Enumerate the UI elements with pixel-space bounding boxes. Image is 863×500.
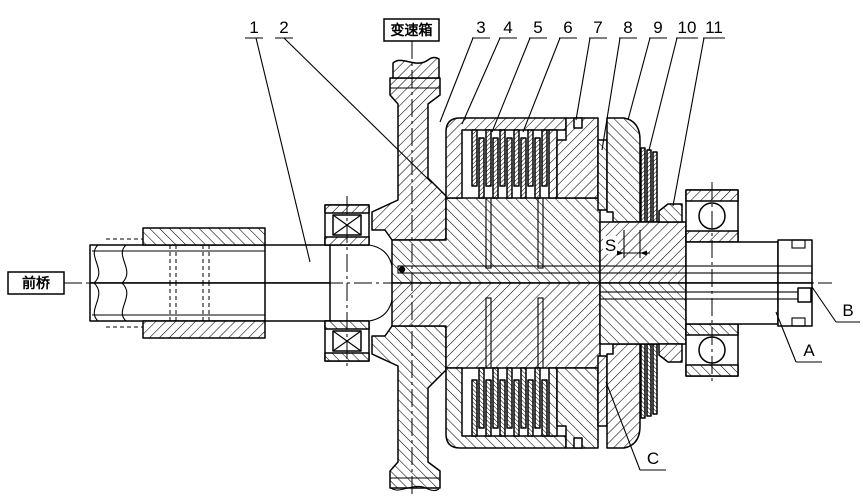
inner-friction-plate xyxy=(506,137,513,199)
dimension-arrow xyxy=(617,250,624,256)
part-number-7: 7 xyxy=(593,18,602,37)
oil-passage-end xyxy=(398,266,406,273)
callout-box xyxy=(7,271,65,295)
leader-line-6 xyxy=(522,37,561,133)
leader-line-9 xyxy=(627,37,651,121)
outer-friction-plate xyxy=(527,129,534,187)
clearance-label: S xyxy=(605,236,616,255)
front-axle-label: 前桥 xyxy=(22,275,51,292)
outer-friction-plate xyxy=(499,129,506,187)
outer-friction-plate xyxy=(513,129,520,187)
friction-plate-pack xyxy=(471,129,558,199)
reference-letter-a: A xyxy=(803,341,815,360)
retaining-ring xyxy=(658,203,683,223)
disc-spring-stack xyxy=(640,147,658,223)
leader-line-7 xyxy=(575,37,591,121)
part-number-3: 3 xyxy=(476,18,485,37)
clearance-dimension: S xyxy=(603,230,650,258)
inner-friction-plate xyxy=(534,137,541,199)
part-number-4: 4 xyxy=(503,18,512,37)
gearbox-label: 变速箱 xyxy=(391,22,433,39)
oil-plug xyxy=(797,287,812,303)
gearbox-gear-teeth xyxy=(392,56,440,79)
part-number-callouts: 1 2 3 4 5 6 7 8 9 10 11 xyxy=(245,18,725,263)
inner-friction-plate xyxy=(492,137,499,199)
leader-line-a xyxy=(775,311,797,363)
pressure-plate xyxy=(548,129,558,199)
reference-letter-b: B xyxy=(842,301,853,320)
piston-seal-groove xyxy=(573,117,583,129)
shaft-break-line xyxy=(93,244,100,284)
leader-line-5 xyxy=(491,37,531,133)
return-spring xyxy=(597,139,608,211)
clutch-drum xyxy=(445,117,567,199)
clutch-piston xyxy=(556,117,599,199)
upper-half-section xyxy=(89,77,813,284)
callout-box xyxy=(383,18,440,42)
output-shaft-keyway xyxy=(791,239,806,249)
leader-line-8 xyxy=(601,37,621,151)
leader-line-b xyxy=(811,286,837,323)
lower-gear-break-line xyxy=(390,485,440,492)
leader-line-3 xyxy=(439,37,474,123)
disc-spring xyxy=(646,149,652,223)
part-number-8: 8 xyxy=(623,18,632,37)
part-number-2: 2 xyxy=(279,18,288,37)
leader-line-11 xyxy=(672,37,705,207)
output-shaft xyxy=(685,241,779,284)
inner-friction-plate xyxy=(478,137,485,199)
label-backdrop xyxy=(603,236,618,254)
reference-letter-callouts: A B C xyxy=(605,286,860,471)
part-number-10: 10 xyxy=(678,18,697,37)
output-shaft-end xyxy=(777,239,813,284)
disc-spring xyxy=(640,147,646,223)
spline-sleeve xyxy=(142,227,266,246)
gear-flange xyxy=(371,77,447,241)
inner-friction-plate xyxy=(520,137,527,199)
part-number-6: 6 xyxy=(563,18,572,37)
main-oil-passage xyxy=(397,265,813,274)
shaft-fillet xyxy=(368,244,393,267)
reference-letter-c: C xyxy=(647,449,659,468)
leader-line-1 xyxy=(255,37,311,263)
outer-friction-plate xyxy=(471,129,478,187)
leader-line-2 xyxy=(283,37,433,184)
part-number-5: 5 xyxy=(533,18,542,37)
leader-line-10 xyxy=(648,37,678,151)
part-number-1: 1 xyxy=(249,18,258,37)
shaft-break-line xyxy=(121,244,128,284)
front-axle-callout: 前桥 xyxy=(7,271,65,295)
gearbox-callout: 变速箱 xyxy=(383,18,440,42)
hub-oil-hole xyxy=(485,197,492,269)
outer-friction-plate xyxy=(485,129,492,187)
dimension-arrow xyxy=(640,250,647,256)
lower-half-section xyxy=(89,282,813,489)
disc-spring xyxy=(652,151,658,223)
part-number-11: 11 xyxy=(705,18,723,37)
clutch-housing xyxy=(606,117,641,223)
part-number-9: 9 xyxy=(653,18,662,37)
leader-line-c xyxy=(605,381,641,471)
leader-line-4 xyxy=(461,37,501,125)
outer-friction-plate xyxy=(541,129,548,187)
